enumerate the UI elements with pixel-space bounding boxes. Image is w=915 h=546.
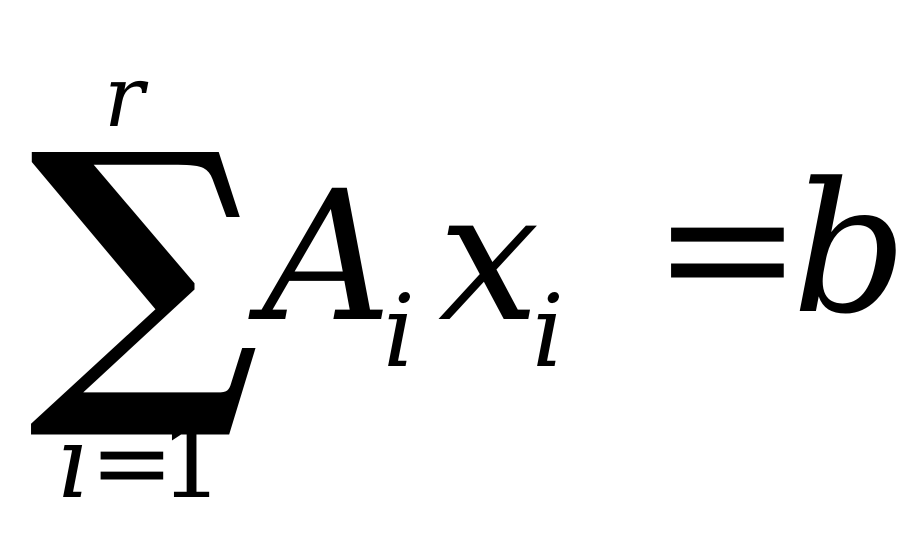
- sigma-symbol: ∑: [28, 85, 262, 449]
- sum-lower-limit: i=1: [58, 413, 223, 513]
- variable-x: x: [438, 153, 540, 362]
- rhs-b: b: [792, 145, 908, 354]
- sum-lower-equals: =: [89, 404, 174, 521]
- matrix-subscript: i: [383, 273, 415, 390]
- equals-sign: =: [652, 143, 803, 352]
- variable-subscript: i: [532, 273, 564, 390]
- sum-index: i: [58, 404, 90, 521]
- matrix-A: A: [262, 153, 392, 362]
- sum-upper-limit: r: [104, 48, 145, 146]
- sum-start-value: 1: [159, 404, 224, 521]
